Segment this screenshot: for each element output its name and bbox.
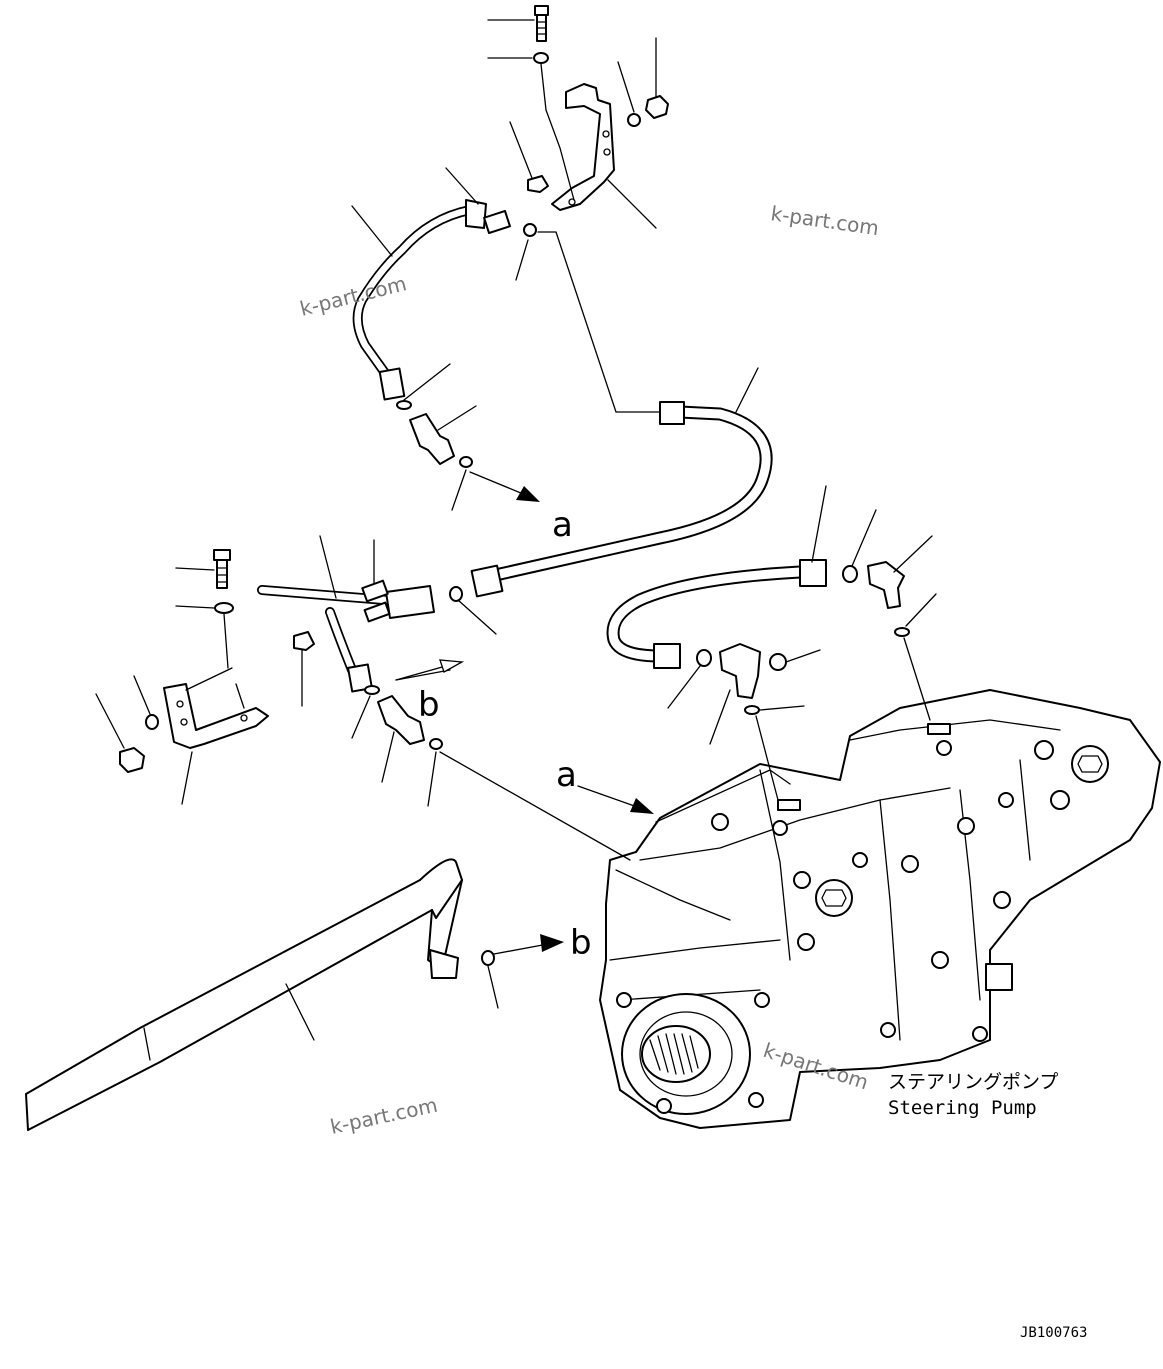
drawing-code: JB100763 [1020,1325,1087,1341]
top-nut [645,95,669,119]
top-clip [527,175,549,193]
ref-b-left: b [418,685,440,725]
top-bracket [551,83,615,211]
long-hose [470,401,773,598]
right-elbow-top [867,561,905,609]
top-bolt [534,5,549,42]
suction-hose [25,858,463,1131]
arrow-b-left [439,659,465,673]
top-nut-washer [627,113,641,127]
upper-elbow [409,413,473,468]
top-washer [533,52,549,64]
right-hose [606,559,858,669]
left-nut-washer [145,714,159,730]
left-clip [293,631,315,651]
left-oring [364,685,380,695]
arrow-a-pump [630,798,654,814]
upper-tube [352,199,537,401]
left-bracket [163,683,269,749]
right-oring-mid [744,705,760,715]
leader-lines [95,19,937,1041]
ref-a-upper: a [552,505,573,545]
ref-b-pump: b [570,923,592,963]
upper-oring [396,400,412,410]
arrow-a-upper [516,486,540,502]
ref-a-pump: a [556,755,577,795]
reference-arrows [395,471,654,955]
left-washer [214,602,234,614]
arrow-b-pump [540,934,564,952]
watermark-1: k-part.com [769,201,880,240]
right-elbow-mid [719,643,787,699]
steering-pump [599,689,1161,1129]
left-elbow [377,695,443,750]
right-oring-top [894,627,910,637]
watermark-4: k-part.com [328,1093,440,1139]
pump-label-japanese: ステアリングポンプ [888,1071,1058,1093]
suction-oring [481,950,495,966]
left-nut [119,747,145,773]
pump-label-english: Steering Pump [888,1097,1037,1119]
left-bolt [213,549,231,589]
left-tube [257,579,463,693]
